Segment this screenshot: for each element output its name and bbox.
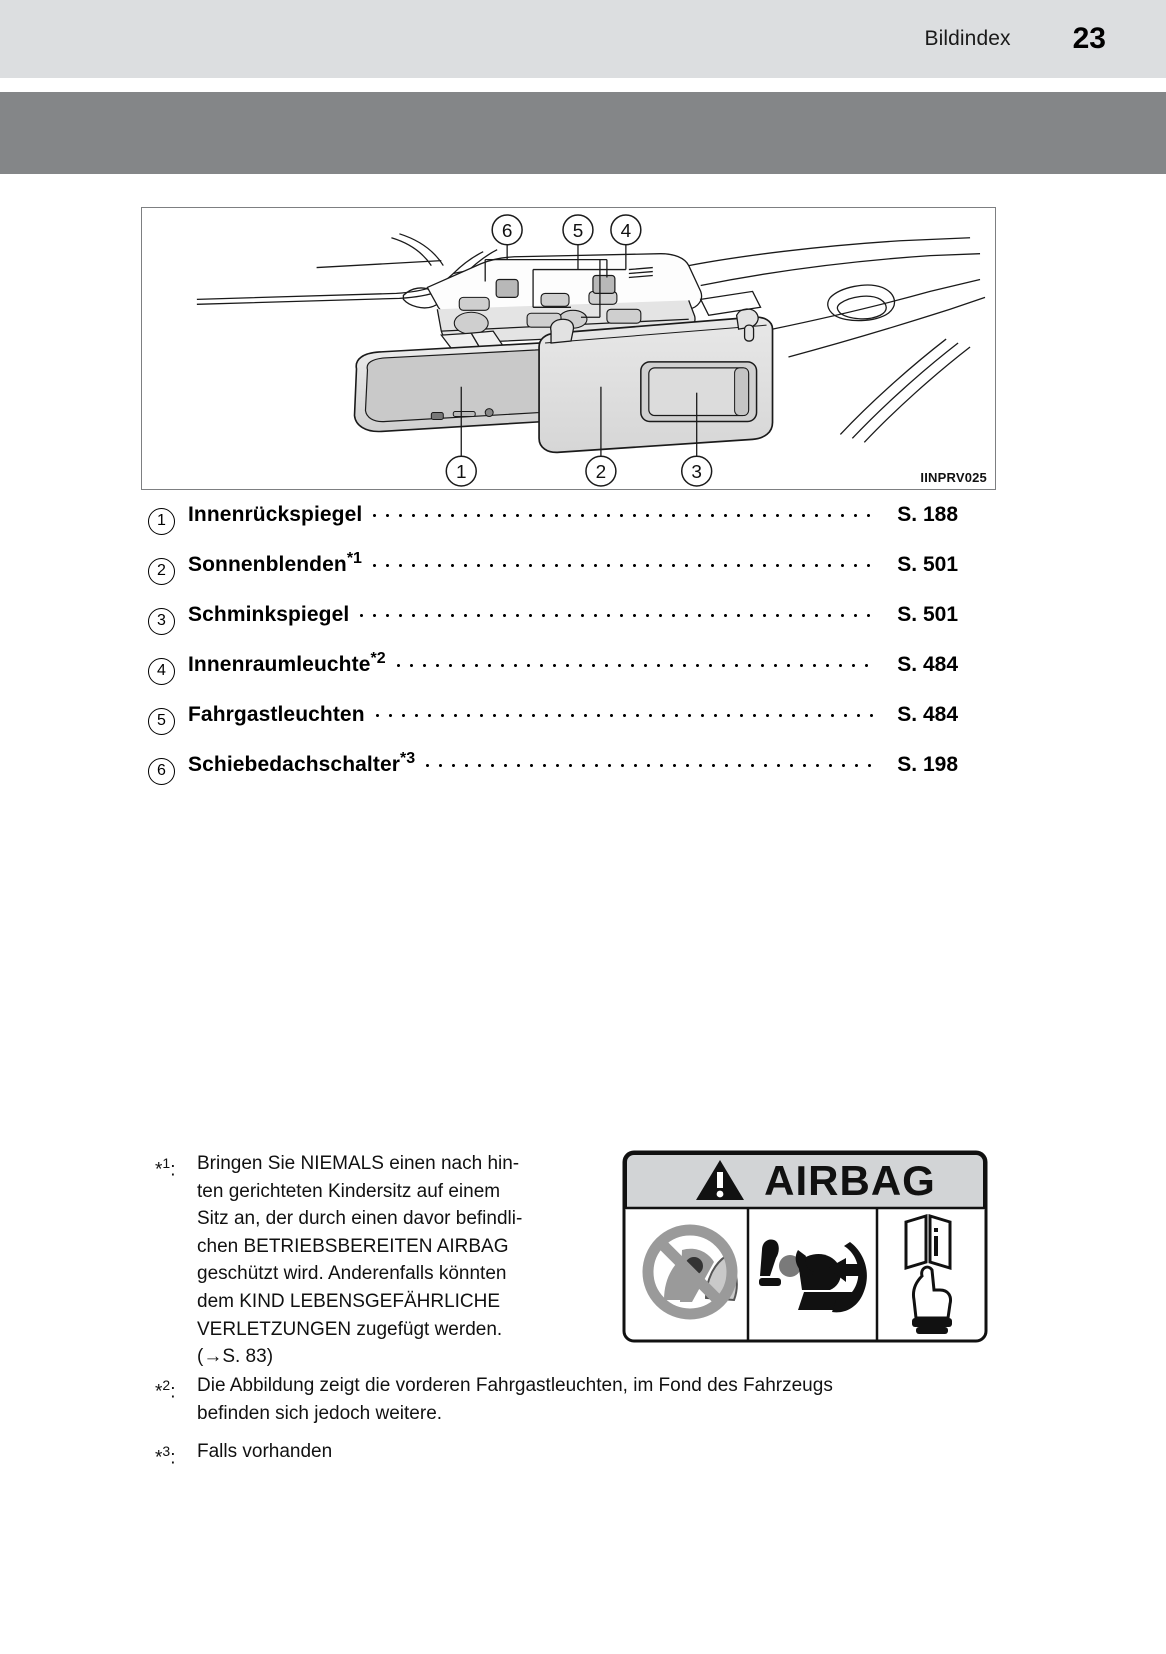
footnote-2-text: Die Abbildung zeigt die vorderen Fahrgas… — [197, 1375, 833, 1424]
footnote-3: *3: Falls vorhanden — [155, 1438, 995, 1472]
footnote-1-marker: *1: — [155, 1155, 176, 1181]
figure-legend-list: 1 Innenrückspiegel S. 188 2 Sonnenblende… — [148, 500, 958, 800]
footnote-1-text: Bringen Sie NIEMALS einen nach hin- ten … — [197, 1153, 523, 1368]
svg-text:6: 6 — [502, 221, 513, 242]
footnote-2: *2: Die Abbildung zeigt die vorderen Fah… — [155, 1372, 995, 1427]
callout-number: 6 — [148, 757, 175, 785]
section-gray-band — [0, 92, 1166, 174]
legend-item-label: Innenraumleuchte*2 — [188, 650, 386, 676]
callout-number: 4 — [148, 657, 175, 685]
airbag-warning-label: AIRBAG — [622, 1150, 988, 1343]
svg-text:2: 2 — [596, 462, 607, 483]
callout-number: 3 — [148, 607, 175, 635]
legend-item-label: Sonnenblenden*1 — [188, 550, 362, 576]
footnote-1: *1: Bringen Sie NIEMALS einen nach hin- … — [155, 1150, 595, 1371]
warning-triangle-icon — [696, 1160, 744, 1200]
dot-leader — [370, 700, 874, 721]
legend-page-reference[interactable]: S. 198 — [897, 753, 958, 776]
read-manual-icon — [904, 1213, 952, 1334]
legend-item: 3 Schminkspiegel S. 501 — [148, 600, 958, 640]
legend-item: 5 Fahrgastleuchten S. 484 — [148, 700, 958, 740]
figure-illustration: 6 5 4 1 2 3 IINPRV025 — [141, 207, 996, 490]
legend-page-reference[interactable]: S. 501 — [897, 603, 958, 626]
legend-item: 4 Innenraumleuchte*2 S. 484 — [148, 650, 958, 690]
legend-item: 6 Schiebedachschalter*3 S. 198 — [148, 750, 958, 790]
legend-footnote-marker: *3 — [400, 750, 416, 767]
callout-number: 1 — [148, 507, 175, 535]
dot-leader — [367, 550, 874, 571]
page-title: Bildindex — [924, 27, 1011, 50]
header-inner: Bildindex 23 — [925, 0, 1107, 78]
airbag-label-graphic: AIRBAG — [622, 1150, 988, 1343]
dot-leader — [368, 500, 874, 521]
airbag-deployment-seat-icon — [759, 1239, 867, 1313]
legend-item-label: Schminkspiegel — [188, 603, 350, 626]
page-number: 23 — [1072, 22, 1106, 55]
legend-footnote-marker: *2 — [370, 650, 386, 667]
header-divider — [0, 78, 1166, 80]
dot-leader — [421, 750, 874, 771]
svg-text:5: 5 — [573, 221, 584, 242]
overhead-console-drawing: 6 5 4 1 2 3 — [196, 214, 986, 487]
legend-page-reference[interactable]: S. 484 — [897, 703, 958, 726]
legend-item: 2 Sonnenblenden*1 S. 501 — [148, 550, 958, 590]
footnote-3-text: Falls vorhanden — [197, 1441, 333, 1462]
no-rear-facing-child-seat-icon — [642, 1224, 738, 1320]
dot-leader — [355, 600, 874, 621]
page-header: Bildindex 23 — [0, 0, 1166, 78]
figure-reference-code: IINPRV025 — [920, 470, 987, 485]
footnote-3-marker: *3: — [155, 1443, 176, 1469]
callout-number: 5 — [148, 707, 175, 735]
legend-item-label: Schiebedachschalter*3 — [188, 750, 416, 776]
svg-text:1: 1 — [456, 462, 467, 483]
legend-item-label: Innenrückspiegel — [188, 503, 363, 526]
legend-page-reference[interactable]: S. 188 — [897, 503, 958, 526]
legend-item-label: Fahrgastleuchten — [188, 703, 365, 726]
footnote-2-marker: *2: — [155, 1377, 176, 1403]
dot-leader — [391, 650, 874, 671]
legend-page-reference[interactable]: S. 484 — [897, 653, 958, 676]
legend-footnote-marker: *1 — [346, 550, 362, 567]
legend-item: 1 Innenrückspiegel S. 188 — [148, 500, 958, 540]
callout-number: 2 — [148, 557, 175, 585]
legend-page-reference[interactable]: S. 501 — [897, 553, 958, 576]
svg-text:AIRBAG: AIRBAG — [764, 1157, 936, 1204]
svg-text:3: 3 — [691, 462, 702, 483]
svg-text:4: 4 — [621, 221, 632, 242]
